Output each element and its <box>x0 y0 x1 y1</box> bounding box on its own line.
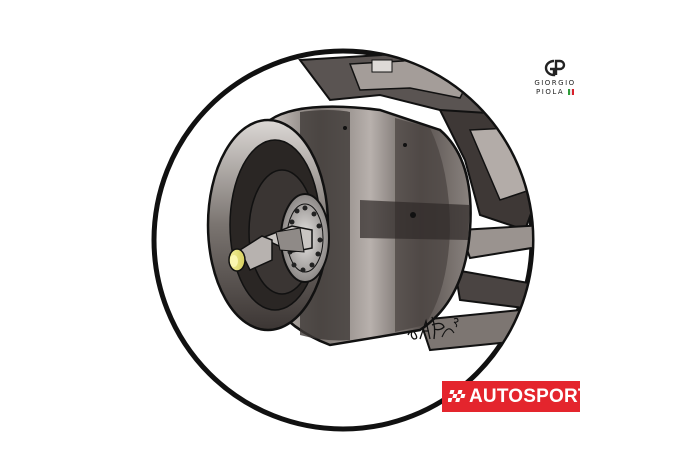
drum-mid-band <box>360 200 470 240</box>
drum-rivet-top-right <box>403 143 407 147</box>
illustrator-surname: PIOLA <box>536 88 565 96</box>
illustrator-logo: GIORGIO PIOLA <box>531 58 579 100</box>
illustrator-name-first: GIORGIO <box>534 79 576 87</box>
lower-arm <box>453 268 532 312</box>
gp-monogram-icon <box>544 59 566 77</box>
autosport-logo: AUTOSPORT <box>442 381 590 412</box>
artist-signature-icon <box>407 316 459 340</box>
axle-collar <box>275 227 305 253</box>
flag-green-stripe <box>567 89 570 95</box>
flag-white-stripe <box>569 89 572 95</box>
autosport-wordmark: AUTOSPORT <box>469 386 590 407</box>
drum-rivet <box>410 212 416 218</box>
chequered-flag-icon <box>448 389 466 402</box>
flag-red-stripe <box>571 89 574 95</box>
illustrator-name-last: PIOLA <box>531 88 579 96</box>
upright-slot <box>371 59 393 73</box>
wheel-nut-body <box>239 235 273 271</box>
lower-wishbone <box>458 223 532 260</box>
drum-rivet-top <box>343 126 347 130</box>
wheel-nut-highlight <box>230 255 238 267</box>
